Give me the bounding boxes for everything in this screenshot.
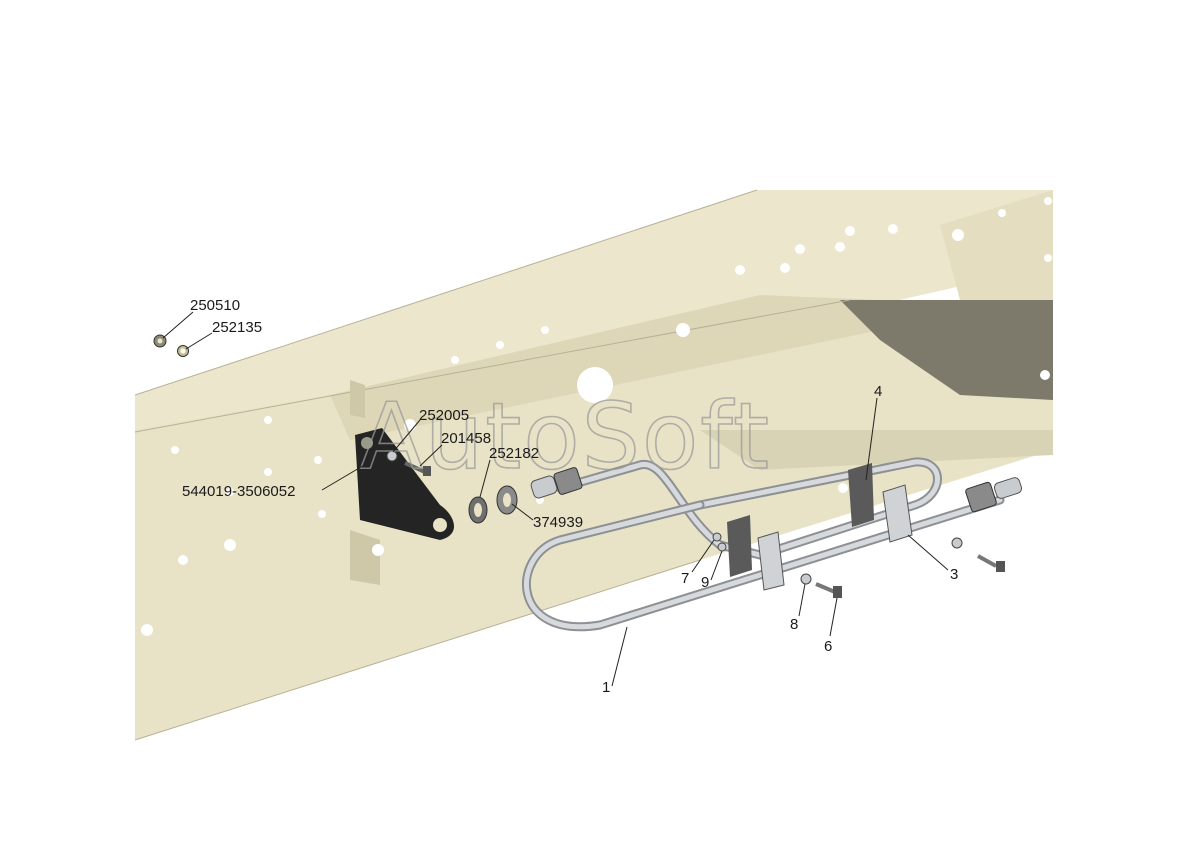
- leader-lines: [162, 311, 949, 687]
- tube-fitting-left: [530, 467, 583, 499]
- frame-inner-recess-lower: [350, 530, 380, 585]
- clamp-plate-left: [727, 515, 752, 577]
- frame-hole: [1040, 370, 1050, 380]
- washer-9: [717, 542, 727, 552]
- plate-4: [848, 463, 874, 527]
- bracket-plate: [355, 428, 454, 540]
- frame-hole: [1044, 254, 1052, 262]
- callout-252135: 252135: [212, 319, 262, 336]
- callout-250510: 250510: [190, 297, 240, 314]
- washer-252135: [177, 345, 189, 357]
- washer-8: [800, 573, 812, 585]
- callout-374939: 374939: [533, 514, 583, 531]
- frame-cutout-dark: [840, 300, 1053, 400]
- frame-hole: [780, 263, 790, 273]
- frame-hole: [1044, 197, 1052, 205]
- frame-hole: [952, 229, 964, 241]
- frame-edge-mid: [134, 299, 851, 433]
- callout-4: 4: [874, 383, 882, 400]
- callouts: 250510 252135 252005 201458 252182 54401…: [182, 297, 958, 696]
- frame-rail: [134, 189, 1053, 741]
- frame-hole: [372, 544, 384, 556]
- clamp-left: [757, 531, 785, 591]
- frame-hole: [226, 488, 234, 496]
- frame-hole: [888, 224, 898, 234]
- callout-1: 1: [602, 679, 610, 696]
- frame-hole: [314, 456, 322, 464]
- frame-edge-bottom: [134, 559, 701, 741]
- clamp-3: [882, 484, 913, 543]
- frame-hole: [264, 468, 272, 476]
- frame-hole: [998, 209, 1006, 217]
- frame-hole: [795, 244, 805, 254]
- frame-hole: [171, 446, 179, 454]
- frame-hole: [541, 326, 549, 334]
- bracket-hole: [433, 518, 447, 532]
- callout-9: 9: [701, 574, 709, 591]
- callout-6: 6: [824, 638, 832, 655]
- frame-hole: [264, 416, 272, 424]
- frame-inner-recess: [350, 380, 365, 418]
- callout-544019-3506052: 544019-3506052: [182, 483, 295, 500]
- frame-edge-top: [134, 189, 758, 396]
- frame-hole: [224, 539, 236, 551]
- frame-hole: [451, 356, 459, 364]
- callout-252182: 252182: [489, 445, 539, 462]
- callout-7: 7: [681, 570, 689, 587]
- mounting-bracket: [355, 428, 454, 540]
- frame-hole: [838, 483, 848, 493]
- frame-holes: [141, 197, 1052, 636]
- bolt-6: [815, 582, 842, 598]
- frame-hole: [735, 265, 745, 275]
- bracket-stud: [361, 437, 373, 449]
- frame-hole: [496, 341, 504, 349]
- frame-cutout-light: [700, 430, 1053, 470]
- frame-right-flange: [940, 190, 1053, 300]
- bolt-right: [977, 554, 1005, 572]
- tube-fitting-right: [965, 477, 1023, 513]
- bolt-201458: [404, 461, 431, 476]
- frame-hole: [178, 555, 188, 565]
- watermark: AutoSoft: [360, 383, 771, 490]
- frame-hole: [318, 510, 326, 518]
- washer-right: [951, 537, 963, 549]
- frame-hole: [835, 242, 845, 252]
- callout-252005: 252005: [419, 407, 469, 424]
- frame-hole: [676, 323, 690, 337]
- frame-hole: [141, 624, 153, 636]
- callout-3: 3: [950, 566, 958, 583]
- callout-201458: 201458: [441, 430, 491, 447]
- callout-8: 8: [790, 616, 798, 633]
- frame-hole: [577, 367, 613, 403]
- frame-shade-band: [330, 295, 880, 440]
- washer-252005: [386, 450, 398, 462]
- washer-7: [712, 532, 722, 542]
- frame-hole: [845, 226, 855, 236]
